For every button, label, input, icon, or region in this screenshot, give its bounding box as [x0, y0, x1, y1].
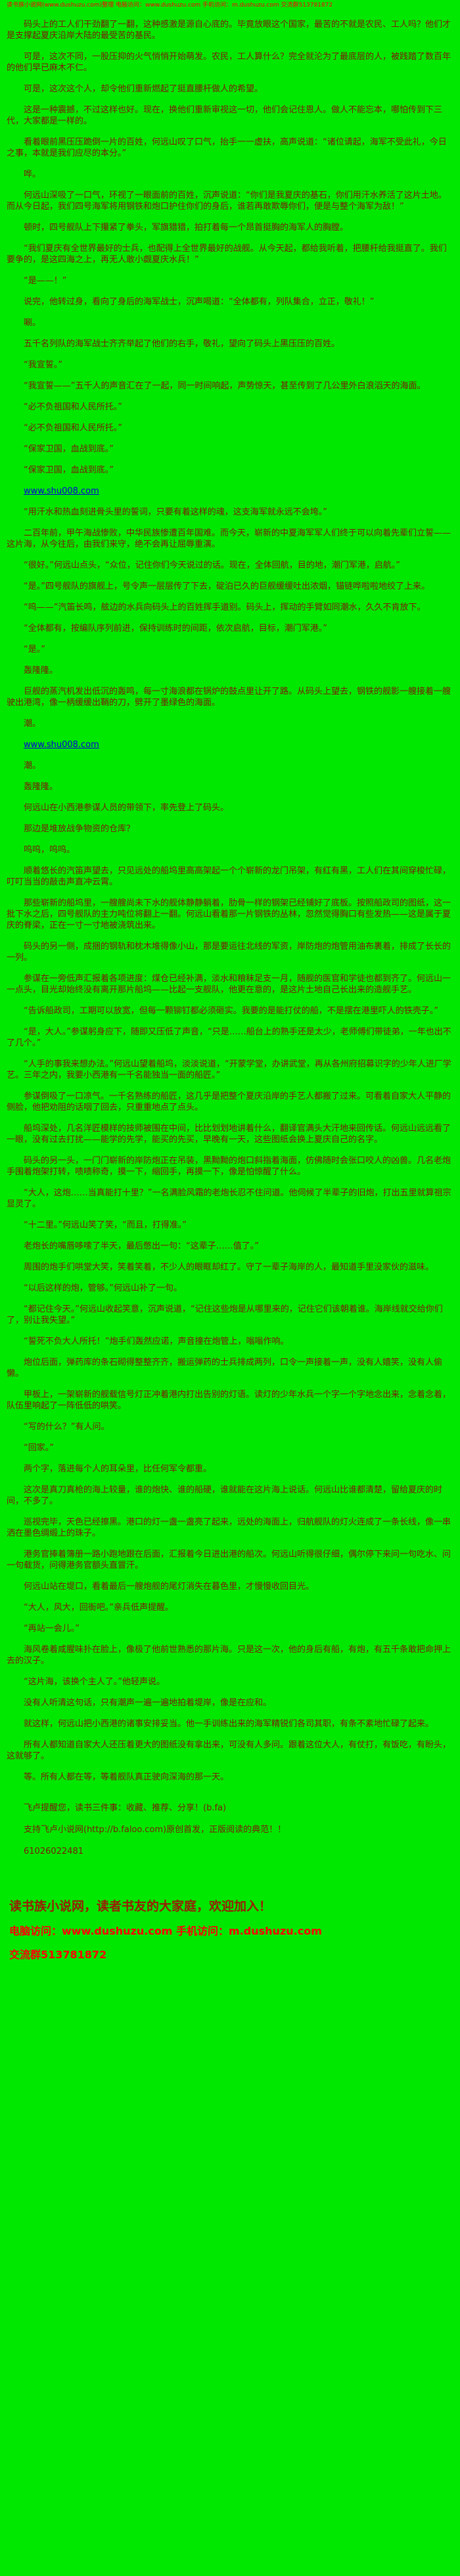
site-header-note: 读书族小说网(www.dushuzu.com)整理 电脑访问：www.dushu…: [7, 2, 333, 9]
paragraph: “再站一会儿。”: [24, 1624, 80, 1634]
shu008-link[interactable]: www.shu008.com: [24, 486, 99, 496]
paragraph: 何远山在小西港参谋人员的带领下，率先登上了码头。: [24, 803, 229, 813]
paragraph: “大人，风大，回衙吧。”亲兵低声提醒。: [24, 1603, 173, 1613]
paragraph: 二百年前，甲午海战惨败，中华民族惨遭百年国难。而今天，崭新的中夏海军军人们终于可…: [7, 528, 451, 549]
paragraph: 港务官捧着簿册一路小跑地跟在后面，汇报着今日进出港的船次。何远山听得很仔细，偶尔…: [7, 1550, 451, 1571]
paragraph: “是——！”: [24, 276, 67, 286]
faloo-notice: 飞卢提醒您，读书三件事：收藏、推荐、分享！(b.fa) 支持飞卢小说网(http:…: [7, 1803, 453, 1857]
paragraph: 这是一种震撼，不过这样也好。现在，换他们重新审视这一切，他们会记住恩人。做人不能…: [7, 105, 443, 126]
paragraph: “是。”: [24, 645, 45, 655]
site-footer: 读书族小说网，读者书友的大家庭，欢迎加入！ 电脑访问：www.dushuzu.c…: [7, 1897, 453, 1962]
paragraph: 老炮长的嘴唇哆嗦了半天，最后憋出一句：“这辈子……值了。”: [24, 1241, 259, 1251]
paragraph: “是。”四号舰队的旗舰上，号令声一层层传了下去，碇泊已久的巨舰缓缓吐出浓烟，锚链…: [24, 582, 430, 591]
paragraph: “全体都有，按编队序列前进，保持训练时的间距，依次启航，目标，潮门军港。”: [24, 624, 327, 633]
footer-slogan: 读书族小说网，读者书友的大家庭，欢迎加入！: [9, 1899, 272, 1914]
paragraph: “很好。”何远山点头，“众位，记住你们今天说过的话。现在，全体回航，目的地，潮门…: [24, 561, 400, 570]
paragraph: “我宣誓——”五千人的声音汇在了一起，同一时间响起，声势惊天，甚至传到了几公里外…: [24, 381, 426, 391]
paragraph: 可是，这次这个人，却令他们重新燃起了挺直腰杆做人的希望。: [24, 84, 264, 94]
paragraph: “保家卫国，血战到底。”: [24, 444, 114, 454]
paragraph: 炮位后面，弹药库的条石砌得整整齐齐，搬运弹药的士兵排成两列，口令一声接着一声，没…: [7, 1358, 443, 1379]
paragraph: 参谋倒吸了一口凉气。一千名熟练的船匠，这几乎是把整个夏庆沿岸的手艺人都搬了过来。…: [7, 1092, 451, 1113]
paragraph: “这片海，该换个主人了。”他轻声说。: [24, 1677, 165, 1687]
paragraph: “用汗水和热血刻进骨头里的誓词，只要有着这样的魂，这支海军就永远不会垮。”: [24, 507, 327, 517]
paragraph: 参谋在一旁低声汇报着各项进度：煤仓已经补满，淡水和粮秣足支一月，随舰的医官和学徒…: [7, 974, 451, 995]
paragraph: 甲板上，一架崭新的舰载信号灯正冲着港内打出告别的灯语。读灯的少年水兵一个字一个字…: [7, 1390, 451, 1411]
paragraph: 所有人都知道自家大人还压着更大的图纸没有拿出来，可没有人多问。跟着这位大人，有仗…: [7, 1740, 451, 1761]
paragraph: 轰隆隆。: [24, 666, 58, 676]
paragraph: “大人，这炮……当真能打十里？”一名满脸风霜的老炮长忍不住问道。他伺候了半辈子的…: [7, 1188, 451, 1209]
paragraph: “都记住今天。”何远山收起笑意，沉声说道，“记住这些炮是从哪里来的，记住它们该朝…: [7, 1304, 443, 1325]
footer-site-urls: 电脑访问：www.dushuzu.com 手机访问：m.dushuzu.com: [9, 1925, 322, 1937]
paragraph: “以后这样的炮，管够。”何远山补了一句。: [24, 1283, 182, 1293]
paragraph: 呜呜，呜呜。: [24, 845, 76, 855]
paragraph: “告诉船政司，工期可以放宽，但每一颗铆钉都必须砸实。我要的是能打仗的船，不是摆在…: [24, 1006, 438, 1016]
shu008-link[interactable]: www.shu008.com: [24, 740, 99, 750]
paragraph: 何远山站在堤口，看着最后一艘炮舰的尾灯消失在暮色里，才慢慢收回目光。: [24, 1582, 315, 1592]
chapter-content: 码头上的工人们干劲翻了一翻，这种感激是源自心底的。毕竟放眼这个国家，最苦的不就是…: [7, 19, 453, 1783]
paragraph: “我宣誓。”: [24, 360, 62, 370]
paragraph: “誓死不负大人所托！”炮手们轰然应诺，声音撞在炮管上，嗡嗡作响。: [24, 1337, 289, 1346]
paragraph: 顺着悠长的汽笛声望去，只见远处的船坞里高高架起一个个崭新的龙门吊架，有红有黑，工…: [7, 866, 451, 887]
notice-line: 飞卢提醒您，读书三件事：收藏、推荐、分享！(b.fa): [24, 1803, 227, 1813]
paragraph: 轰隆隆。: [24, 782, 58, 792]
paragraph: “保家卫国，血战到底。”: [24, 465, 114, 475]
paragraph: 巡视完毕，天色已经擦黑。港口的灯一盏一盏亮了起来，远处的海面上，归航舰队的灯火连…: [7, 1517, 451, 1538]
paragraph: “人手的事我来想办法。”何远山望着船坞，淡淡说道，“开蒙学堂，办讲武堂，再从各州…: [7, 1059, 451, 1080]
paragraph: 看着眼前黑压压跪倒一片的百姓，何远山叹了口气，抬手一一虚扶，高声说道：“诸位请起…: [7, 137, 447, 158]
notice-line: 支持飞卢小说网(http://b.faloo.com)原创首发，正版阅读的典范！…: [24, 1825, 287, 1835]
paragraph: 等。所有人都在等，等着舰队真正驶向深海的那一天。: [24, 1772, 229, 1782]
paragraph: “我们夏庆有全世界最好的士兵，也配得上全世界最好的战舰。从今天起，都给我听着，把…: [7, 244, 447, 265]
notice-line: 61026022481: [24, 1847, 83, 1856]
paragraph: 海风卷着咸腥味扑在脸上，像极了他前世熟悉的那片海。只是这一次，他的身后有船，有炮…: [7, 1645, 451, 1666]
paragraph: 船坞深处，几名洋匠模样的技师被围在中间，比比划划地讲着什么，翻译官满头大汗地来回…: [7, 1124, 451, 1145]
paragraph: 潮。: [24, 761, 41, 771]
paragraph: 这次是真刀真枪的海上较量，谁的炮快、谁的船硬，谁就能在这片海上说话。何远山比谁都…: [7, 1485, 443, 1506]
paragraph: “必不负祖国和人民所托。”: [24, 402, 122, 412]
paragraph: 五千名列队的海军战士齐齐举起了他们的右手，敬礼，望向了码头上黑压压的百姓。: [24, 339, 340, 349]
paragraph: 可是，这次不同，一股压抑的火气悄悄开始萌发。农民，工人算什么？完全就沦为了最底层…: [7, 52, 451, 73]
paragraph: 哗。: [24, 170, 41, 179]
paragraph: “是，大人。”参谋躬身应下，随即又压低了声音，“只是……船台上的熟手还是太少，老…: [7, 1027, 451, 1048]
paragraph: 周围的炮手们哄堂大笑，笑着笑着，不少人的眼眶却红了。守了一辈子海岸的人，最知道手…: [24, 1262, 434, 1272]
paragraph: 巨舰的蒸汽机发出低沉的轰鸣，每一寸海浪都在锅炉的鼓点里让开了路。从码头上望去，钢…: [7, 687, 451, 708]
paragraph: 码头的另一侧，成捆的钢轨和枕木堆得像小山，那是要运往北线的军资，岸防炮的炮管用油…: [7, 942, 451, 963]
paragraph: “呜——”汽笛长鸣，舷边的水兵向码头上的百姓挥手道别。码头上，挥动的手臂如同潮水…: [24, 603, 426, 612]
paragraph: 唰。: [24, 318, 41, 328]
paragraph: 说完，他转过身，看向了身后的海军战士，沉声喝道：“全体都有，列队集合，立正，敬礼…: [24, 297, 375, 307]
paragraph: 就这样，何远山把小西港的诸事安排妥当。他一手训练出来的海军精锐们各司其职，有条不…: [24, 1719, 434, 1729]
paragraph: “必不负祖国和人民所托。”: [24, 423, 122, 433]
paragraph: “回家。”: [24, 1443, 54, 1453]
paragraph: 那些崭新的船坞里，一艘艘尚未下水的舰体静静躺着，肋骨一样的钢架已经铺好了底板。按…: [7, 898, 451, 931]
paragraph: 两个字，落进每个人的耳朵里，比任何军令都重。: [24, 1464, 212, 1474]
paragraph: 码头上的工人们干劲翻了一翻，这种感激是源自心底的。毕竟放眼这个国家，最苦的不就是…: [7, 20, 451, 41]
paragraph: “写的什么？”有人问。: [24, 1422, 110, 1432]
footer-qq-group: 交流群513781872: [9, 1948, 107, 1961]
paragraph: “十二里。”何远山笑了笑，“而且，打得准。”: [24, 1220, 187, 1230]
paragraph: 顿时，四号舰队上下攥紧了拳头，军旗猎猎，拍打着每一个昂首挺胸的海军人的胸膛。: [24, 223, 349, 233]
paragraph: 码头的另一头，一门门崭新的岸防炮正在吊装，黑黝黝的炮口斜指着海面，仿佛随时会张口…: [7, 1156, 451, 1177]
paragraph: 那边是堆放战争物资的仓库？: [24, 824, 135, 834]
paragraph: 何远山深吸了一口气，环视了一眼面前的百姓，沉声说道：“你们是我夏庆的基石，你们用…: [7, 191, 447, 212]
paragraph: 潮。: [24, 719, 41, 729]
paragraph: 没有人听清这句话，只有潮声一遍一遍地拍着堤岸，像是在应和。: [24, 1698, 272, 1708]
